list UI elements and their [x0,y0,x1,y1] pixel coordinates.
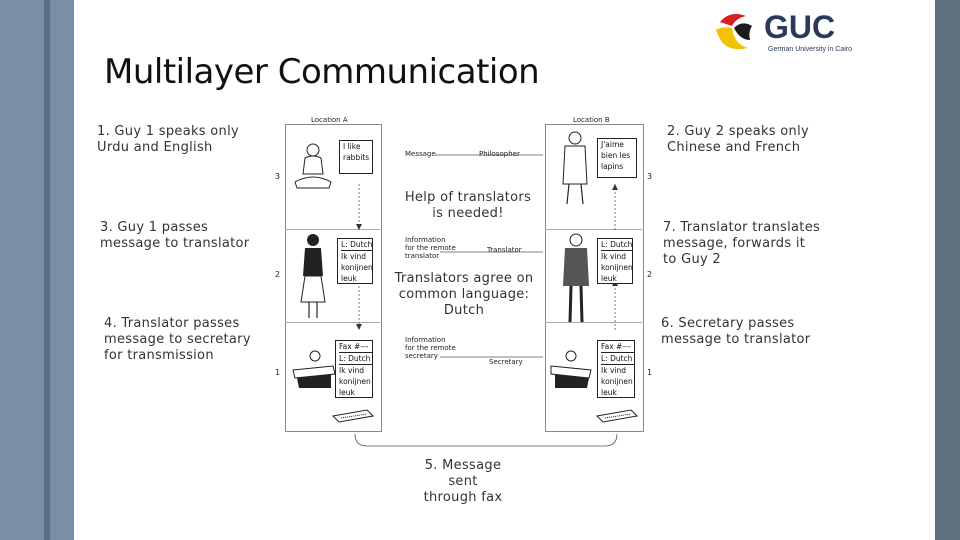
logo-subtitle: German University in Cairo [768,46,852,53]
doc-line: L: Dutch [601,354,634,365]
message-label: Message [405,150,436,158]
doc-line: L: Dutch [339,354,372,365]
guc-logo: GUC German University in Cairo [716,9,852,53]
document-b2: L: Dutch Ik vind konijnen leuk [597,238,633,284]
philosopher-a-figure [294,143,332,189]
secretary-a-figure [292,350,336,388]
doc-line: J'aime [601,140,624,149]
layer-number: 2 [275,270,281,279]
layer-number: 3 [647,172,653,181]
note-step-5: 5. Message sent through fax [423,458,503,505]
page-number: 4 [880,508,887,521]
document-b1: Fax #--- L: Dutch Ik vind konijnen leuk [597,340,635,398]
fax-machine-b-icon [595,409,639,423]
translator-b-figure [563,233,589,323]
doc-line: konijnen [339,377,371,386]
document-b3: J'aime bien les lapins [597,138,637,178]
info-translator-label: Information for the remote translator [405,236,456,260]
secretary-label: Secretary [489,358,523,366]
location-b-label: Location B [573,116,610,124]
doc-line: Fax #--- [601,341,634,353]
protocol-diagram: Location A Location B I like rabbits Mes… [275,112,655,452]
doc-line: I like [343,142,361,151]
doc-line: konijnen [601,377,633,386]
document-a1: Fax #--- L: Dutch Ik vind konijnen leuk [335,340,373,398]
doc-line: L: Dutch [601,240,633,251]
secretary-b-figure [550,350,592,388]
doc-line: leuk [601,388,617,397]
info-secretary-label: Information for the remote secretary [405,336,456,360]
background-right-panel [935,0,960,540]
translator-a-figure [300,234,326,318]
document-a3: I like rabbits [339,140,373,174]
layer-number: 3 [275,172,281,181]
background-left-panel [0,0,48,540]
background-left-stripe [44,0,50,540]
agree-callout: Translators agree on common language: Du… [388,271,540,319]
doc-line: lapins [601,162,624,171]
document-a2: L: Dutch Ik vind konijnen leuk [337,238,373,284]
layer-number: 2 [647,270,653,279]
fax-machine-a-icon [331,409,375,423]
doc-line: L: Dutch [341,240,373,251]
note-step-6: 6. Secretary passes message to translato… [661,316,811,347]
diagram-lines [354,154,618,447]
layer-number: 1 [647,368,653,377]
note-step-7: 7. Translator translates message, forwar… [663,220,821,267]
doc-line: leuk [339,388,355,397]
doc-line: rabbits [343,153,370,162]
note-step-3: 3. Guy 1 passes message to translator [100,220,250,251]
location-a-label: Location A [311,116,348,124]
doc-line: konijnen [601,263,633,272]
doc-line: Ik vind [339,366,364,375]
layer-number: 1 [275,368,281,377]
layer-divider [545,229,642,230]
note-step-4: 4. Translator passes message to secretar… [104,316,251,363]
note-guy-1: 1. Guy 1 speaks only Urdu and English [97,124,239,155]
layer-divider [285,322,380,323]
philosopher-label: Philosopher [479,150,520,158]
layer-divider [285,229,380,230]
philosopher-b-figure [562,131,588,205]
doc-line: konijnen [341,263,373,272]
page-title: Multilayer Communication [104,52,540,92]
doc-line: leuk [601,274,617,283]
doc-line: Ik vind [601,366,626,375]
logo-wordmark: GUC [764,9,835,45]
doc-line: Fax #--- [339,341,372,353]
slide-canvas [74,0,935,540]
help-callout: Help of translators is needed! [396,190,540,222]
layer-divider [545,322,642,323]
doc-line: Ik vind [341,252,366,261]
doc-line: bien les [601,151,631,160]
translator-label: Translator [487,246,522,254]
doc-line: Ik vind [601,252,626,261]
note-guy-2: 2. Guy 2 speaks only Chinese and French [667,124,809,155]
doc-line: leuk [341,274,357,283]
